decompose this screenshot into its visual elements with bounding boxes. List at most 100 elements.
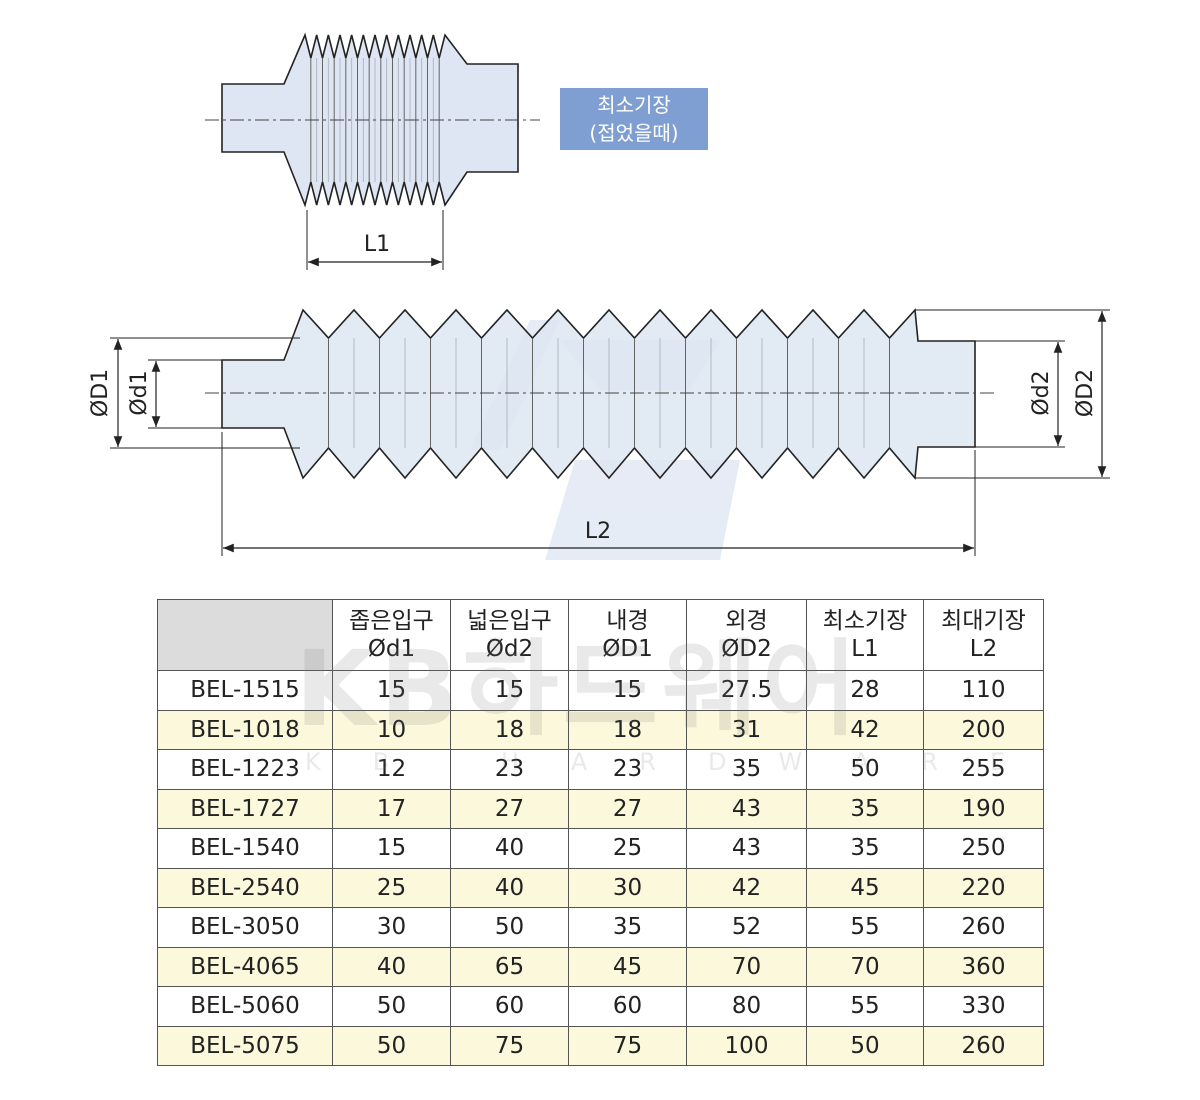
value-cell: 52 — [686, 907, 807, 948]
value-cell: 27.5 — [686, 670, 807, 711]
value-cell: 17 — [332, 788, 451, 829]
value-cell: 70 — [686, 946, 807, 987]
header-label-top: 최대기장 — [941, 608, 1026, 634]
d2-inner-label: Ød2 — [1029, 370, 1054, 415]
value-cell: 40 — [332, 946, 451, 987]
header-label-top: 외경 — [725, 608, 768, 634]
note-line-2: (접었을때) — [589, 121, 679, 145]
value-cell: 50 — [450, 907, 569, 948]
value-cell: 220 — [923, 867, 1044, 908]
value-cell: 18 — [450, 709, 569, 750]
extended-bellows: ØD1 Ød1 Ød2 ØD2 L2 — [88, 308, 1110, 556]
value-cell: 43 — [686, 828, 807, 869]
bellows-drawing: L1 ØD1 Ød1 Ød2 ØD2 L2 — [88, 32, 1110, 560]
value-cell: 80 — [686, 986, 807, 1027]
value-cell: 23 — [450, 749, 569, 790]
value-cell: 70 — [806, 946, 924, 987]
d2-outer-label: ØD2 — [1073, 369, 1098, 417]
value-cell: 15 — [568, 670, 687, 711]
value-cell: 330 — [923, 986, 1044, 1027]
value-cell: 100 — [686, 1025, 807, 1066]
header-label-top: 좁은입구 — [349, 608, 434, 634]
header-label-bottom: L2 — [969, 636, 998, 662]
value-cell: 40 — [450, 867, 569, 908]
header-corner-cell — [157, 599, 333, 671]
l2-label: L2 — [585, 519, 611, 544]
value-cell: 40 — [450, 828, 569, 869]
value-cell: 55 — [806, 986, 924, 1027]
value-cell: 10 — [332, 709, 451, 750]
value-cell: 60 — [568, 986, 687, 1027]
d1-inner-label: Ød1 — [127, 370, 152, 415]
value-cell: 65 — [450, 946, 569, 987]
value-cell: 42 — [686, 867, 807, 908]
value-cell: 15 — [332, 828, 451, 869]
value-cell: 255 — [923, 749, 1044, 790]
value-cell: 200 — [923, 709, 1044, 750]
value-cell: 110 — [923, 670, 1044, 711]
value-cell: 260 — [923, 907, 1044, 948]
value-cell: 50 — [806, 749, 924, 790]
model-cell: BEL-5075 — [157, 1025, 333, 1066]
compressed-bellows-body — [221, 32, 519, 208]
header-label-bottom: Ød1 — [367, 636, 416, 662]
value-cell: 45 — [806, 867, 924, 908]
header-label-top: 최소기장 — [822, 608, 908, 634]
d1-outer-label: ØD1 — [88, 369, 113, 417]
value-cell: 190 — [923, 788, 1044, 829]
header-label-top: 내경 — [606, 608, 649, 634]
note-line-1: 최소기장 — [597, 93, 671, 117]
value-cell: 31 — [686, 709, 807, 750]
value-cell: 60 — [450, 986, 569, 1027]
value-cell: 50 — [332, 1025, 451, 1066]
value-cell: 250 — [923, 828, 1044, 869]
model-cell: BEL-1223 — [157, 749, 333, 790]
value-cell: 35 — [806, 828, 924, 869]
value-cell: 43 — [686, 788, 807, 829]
value-cell: 35 — [686, 749, 807, 790]
value-cell: 50 — [332, 986, 451, 1027]
value-cell: 25 — [568, 828, 687, 869]
header-label-top: 넓은입구 — [467, 608, 552, 634]
value-cell: 55 — [806, 907, 924, 948]
model-cell: BEL-2540 — [157, 867, 333, 908]
model-cell: BEL-1540 — [157, 828, 333, 869]
value-cell: 27 — [450, 788, 569, 829]
value-cell: 30 — [332, 907, 451, 948]
header-label-bottom: ØD2 — [721, 636, 772, 662]
value-cell: 75 — [450, 1025, 569, 1066]
value-cell: 42 — [806, 709, 924, 750]
value-cell: 15 — [450, 670, 569, 711]
value-cell: 18 — [568, 709, 687, 750]
value-cell: 25 — [332, 867, 451, 908]
header-label-bottom: L1 — [851, 636, 879, 662]
model-cell: BEL-1515 — [157, 670, 333, 711]
value-cell: 23 — [568, 749, 687, 790]
model-cell: BEL-3050 — [157, 907, 333, 948]
header-label-bottom: Ød2 — [485, 636, 534, 662]
value-cell: 45 — [568, 946, 687, 987]
value-cell: 12 — [332, 749, 451, 790]
value-cell: 75 — [568, 1025, 687, 1066]
model-cell: BEL-5060 — [157, 986, 333, 1027]
model-cell: BEL-1018 — [157, 709, 333, 750]
header-label-bottom: ØD1 — [602, 636, 653, 662]
model-cell: BEL-1727 — [157, 788, 333, 829]
compressed-bellows: L1 — [205, 32, 540, 270]
